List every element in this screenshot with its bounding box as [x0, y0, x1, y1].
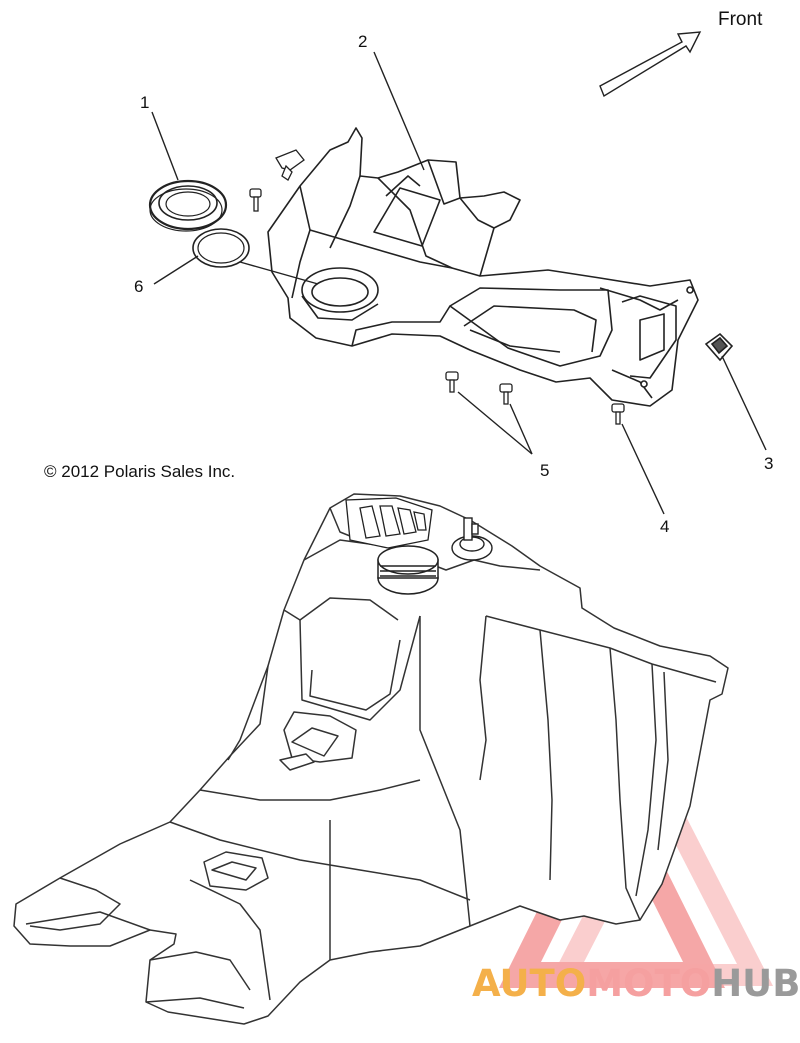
ring-nut: [148, 179, 228, 232]
callout-1: 1: [140, 93, 150, 112]
console-panel: [267, 127, 699, 407]
clip: [275, 149, 305, 181]
o-ring: [192, 228, 250, 268]
fuel-sender: [451, 517, 493, 561]
callout-6: 6: [134, 277, 144, 296]
nut-clip: [704, 332, 734, 362]
push-rivet: [249, 188, 262, 212]
watermark-moto: MOTO: [586, 962, 712, 1005]
leader-lines: [151, 51, 767, 515]
fuel-cap: [377, 545, 439, 595]
watermark-hub: HUB: [711, 962, 800, 1005]
callout-3: 3: [764, 454, 774, 473]
copyright-text: © 2012 Polaris Sales Inc.: [44, 462, 236, 481]
watermark-logo: AUTOMOTOHUB: [472, 962, 800, 1005]
vent-grille: [345, 497, 433, 549]
vehicle-body: [13, 493, 729, 1025]
push-rivet: [445, 371, 513, 405]
callout-2: 2: [358, 32, 368, 51]
watermark-auto: AUTO: [472, 962, 587, 1005]
front-direction-label: Front: [718, 9, 763, 30]
push-rivet: [611, 403, 625, 425]
callout-4: 4: [660, 517, 670, 536]
front-arrow-icon: [599, 31, 702, 98]
callout-5: 5: [540, 461, 550, 480]
